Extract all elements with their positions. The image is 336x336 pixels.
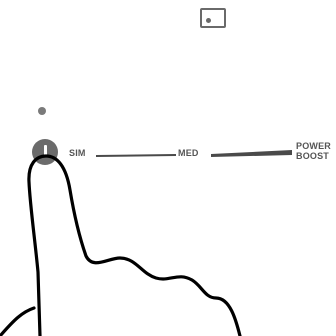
hand-wrist-edge [0, 308, 34, 336]
hand-outline [29, 156, 240, 336]
